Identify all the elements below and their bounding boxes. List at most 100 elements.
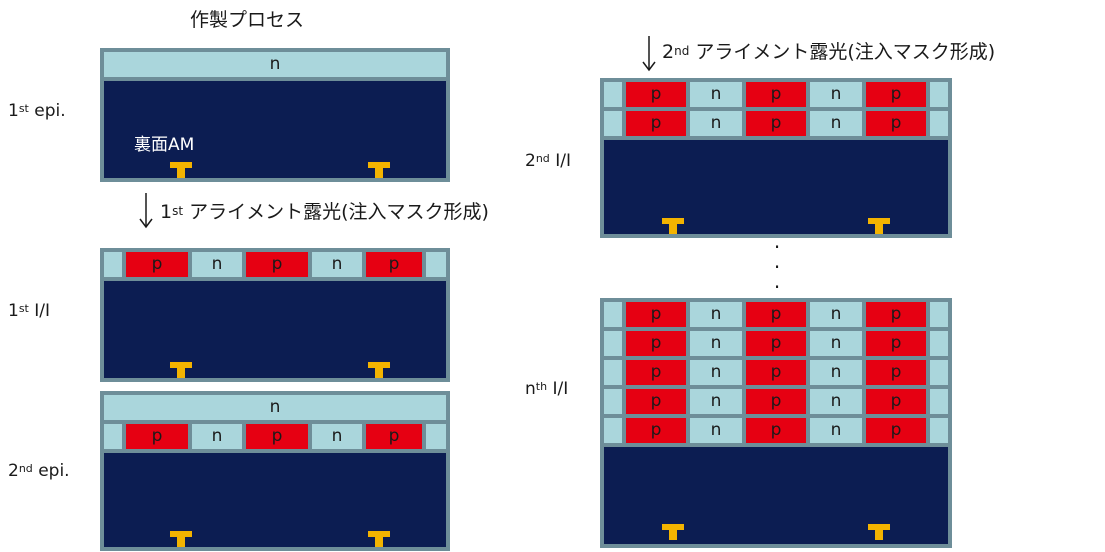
p-region: p [746,111,806,136]
label-2nd-epi-base: 2 [8,461,19,481]
n-edge [104,424,122,449]
substrate [104,281,446,378]
wafer-1st-ii: p n p n p [100,248,450,382]
p-region: p [866,111,926,136]
alignment-mark-icon [368,531,390,547]
implant-row: p n p n p [604,331,948,356]
n-region: n [690,111,742,136]
n-region: n [810,302,862,327]
label-2nd-ii-rest: I/I [549,151,571,171]
n-region: n [810,418,862,443]
n-edge [930,302,948,327]
alignment-mark-icon [662,524,684,540]
label-nth-ii: nth I/I [525,378,568,400]
substrate [104,453,446,547]
ellipsis-dot: · [773,275,781,299]
alignment-mark-icon [170,162,192,178]
p-region: p [746,389,806,414]
implant-row: p n p n p [604,302,948,327]
n-epi-layer: n [104,395,446,420]
implant-row: p n p n p [604,360,948,385]
n-region: n [312,252,362,277]
ellipsis-dot: · [773,235,781,259]
n-region: n [810,82,862,107]
p-region: p [246,252,308,277]
wafer-nth-ii: p n p n p p n p n p p n p n p p [600,298,952,548]
n-edge [930,418,948,443]
n-region: n [690,389,742,414]
implant-row: p n p n p [104,424,446,449]
label-2nd-ii-base: 2 [525,151,536,171]
wafer-1st-epi: n 裏面AM [100,48,450,182]
p-region: p [866,331,926,356]
step-2nd-alignment: 2nd アライメント露光(注入マスク形成) [662,40,995,64]
n-region: n [312,424,362,449]
step-1st-alignment-sup: st [172,204,184,218]
label-1st-epi: 1st epi. [8,100,66,122]
label-2nd-epi-rest: epi. [32,461,70,481]
n-edge [930,331,948,356]
n-region: n [810,389,862,414]
implant-row: p n p n p [604,418,948,443]
n-region: n [690,418,742,443]
step-1st-alignment-base: 1 [160,201,173,223]
p-region: p [866,389,926,414]
n-region: n [690,302,742,327]
implant-row: p n p n p [104,252,446,277]
n-edge [604,82,622,107]
n-edge [930,389,948,414]
n-region: n [192,424,242,449]
step-2nd-alignment-base: 2 [662,41,675,63]
label-1st-epi-rest: epi. [28,101,66,121]
step-2nd-alignment-rest: アライメント露光(注入マスク形成) [689,41,996,63]
label-1st-epi-base: 1 [8,101,19,121]
label-1st-epi-sup: st [18,102,29,115]
p-region: p [746,82,806,107]
label-1st-ii-base: 1 [8,301,19,321]
n-region: n [690,82,742,107]
p-region: p [626,111,686,136]
substrate [604,447,948,544]
n-edge [604,111,622,136]
n-region: n [810,111,862,136]
p-region: p [866,418,926,443]
step-1st-alignment: 1st アライメント露光(注入マスク形成) [160,200,489,224]
alignment-mark-icon [662,218,684,234]
p-region: p [246,424,308,449]
p-region: p [746,302,806,327]
label-2nd-epi-sup: nd [18,462,33,475]
alignment-mark-icon [170,531,192,547]
p-region: p [746,331,806,356]
n-region: n [192,252,242,277]
p-region: p [626,302,686,327]
n-edge [604,418,622,443]
n-edge [604,331,622,356]
p-region: p [626,331,686,356]
p-region: p [866,82,926,107]
n-edge [930,82,948,107]
p-region: p [746,418,806,443]
substrate [104,81,446,178]
n-epi-layer: n [104,52,446,77]
n-edge [104,252,122,277]
n-edge [604,302,622,327]
label-1st-ii-sup: st [18,302,29,315]
p-region: p [366,252,422,277]
step-2nd-alignment-sup: nd [674,44,690,58]
n-edge [604,389,622,414]
p-region: p [626,418,686,443]
p-region: p [626,389,686,414]
substrate [604,140,948,234]
down-arrow-icon [139,193,153,229]
down-arrow-icon [642,36,656,72]
alignment-mark-icon [170,362,192,378]
backside-am-label: 裏面AM [134,135,195,155]
process-title: 作製プロセス [190,9,305,31]
alignment-mark-icon [868,218,890,234]
label-nth-ii-base: n [525,379,536,399]
n-edge [426,424,446,449]
n-edge [604,360,622,385]
implant-row: p n p n p [604,82,948,107]
p-region: p [866,302,926,327]
p-region: p [866,360,926,385]
